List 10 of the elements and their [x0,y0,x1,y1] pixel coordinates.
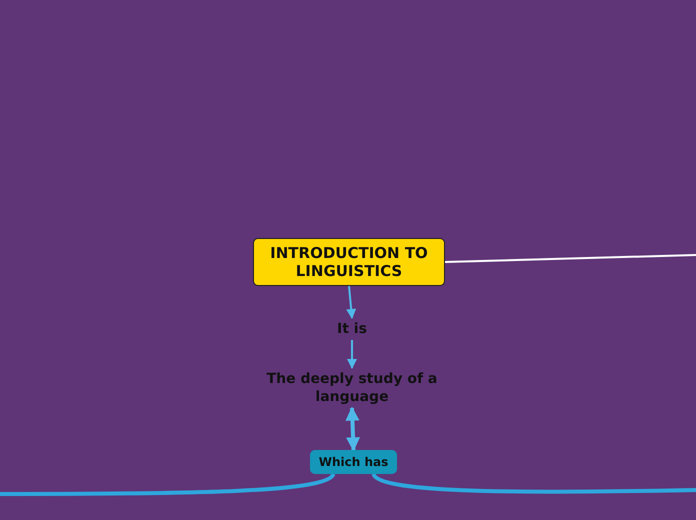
arrow [345,406,360,452]
connector-line [444,254,696,263]
topic-box: Which has [310,450,397,474]
title-box: INTRODUCTION TO LINGUISTICS [253,238,445,286]
connector-line [0,472,335,496]
arrow [347,340,357,369]
arrow [346,286,356,319]
node-text: The deeply study of a language [242,368,462,408]
connector-line [372,472,696,494]
node-text: It is [312,318,392,340]
